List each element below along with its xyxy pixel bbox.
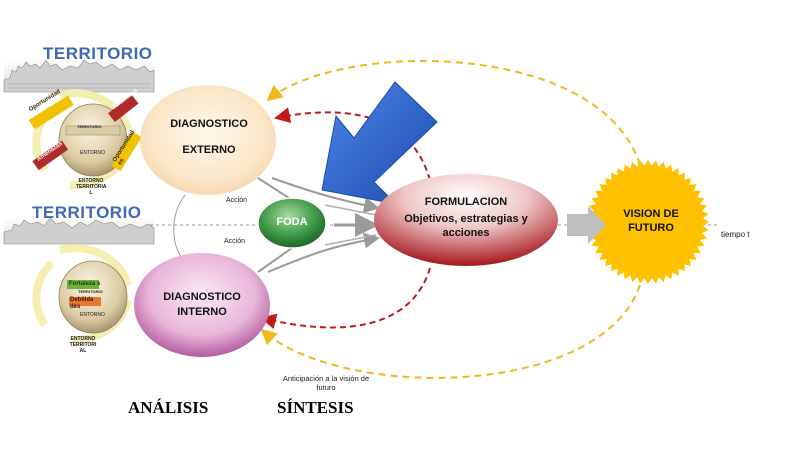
red-arc-bottom [260, 267, 431, 330]
territorio-bottom-title: TERRITORIO [32, 203, 142, 222]
egg-bottom-center-label: TERRITORIO [78, 289, 103, 294]
egg-top-center-label: TERRITORIO [77, 124, 102, 129]
accion-bottom-label: Acción [224, 238, 246, 245]
cycle-top [28, 89, 142, 190]
yellow-arc-top [266, 60, 641, 166]
bar-debilidades: Debilida des [70, 297, 94, 310]
territorio-top-title: TERRITORIO [43, 44, 153, 63]
diagnostico-interno-label: DIAGNOSTICO INTERNO [163, 291, 241, 318]
link-foda-formulacion-2 [324, 204, 377, 216]
skyline-bottom [3, 217, 155, 245]
formulacion-node [374, 174, 558, 266]
egg-top-inner-label: ENTORNO [80, 150, 105, 156]
link-interno-foda [257, 247, 293, 273]
bar-fortalezas: Fortaleza s [69, 281, 101, 287]
link-externo-foda [257, 177, 293, 201]
link-interno-formulacion [267, 232, 380, 273]
cycle-bottom [32, 244, 132, 345]
foda-label: FODA [276, 216, 308, 228]
diagnostico-externo-label: DIAGNOSTICO EXTERNO [170, 118, 248, 156]
tiempo-label: tiempo t [721, 230, 750, 239]
egg-bottom-inner-label: ENTORNO [80, 312, 105, 318]
big-blue-arrow [321, 81, 438, 205]
diagnostico-externo-node [140, 85, 276, 195]
arrow-to-vision [567, 206, 606, 244]
foda-node [257, 197, 327, 249]
diagnostico-interno-node [134, 253, 270, 357]
territory-top-caption: ENTORNO TERRITORIA L [76, 178, 107, 196]
link-externo-interno [173, 194, 186, 263]
vision-futuro-label: VISION DE FUTURO [623, 208, 679, 234]
accion-top-label: Acción [226, 197, 248, 204]
skyline-top [3, 59, 155, 93]
territory-bottom-caption: ENTORNO TERRITORI AL [69, 336, 97, 354]
formulacion-title: FORMULACION [424, 196, 508, 208]
anticipacion-label: Anticipación a la visión de futuro [282, 374, 370, 392]
vision-futuro-node [587, 159, 709, 285]
sintesis-label: SÍNTESIS [277, 398, 354, 417]
link-foda-formulacion-3 [324, 234, 377, 246]
yellow-arc-bottom [260, 284, 641, 379]
link-externo-formulacion [271, 177, 380, 213]
analisis-label: ANÁLISIS [128, 398, 209, 417]
formulacion-body: Objetivos, estrategias y acciones [404, 213, 528, 239]
